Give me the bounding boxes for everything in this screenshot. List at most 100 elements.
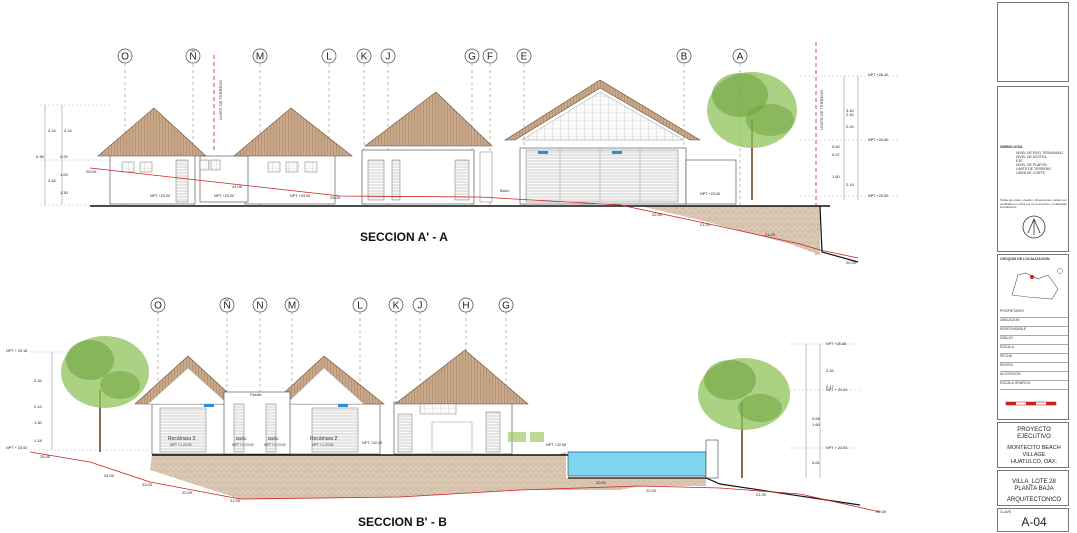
dim-bb-2: 1.30 bbox=[34, 420, 43, 425]
project-name-box: PROYECTO EJECUTIVO MONTECITO BEACH VILLA… bbox=[997, 422, 1069, 468]
legend-item: NIVEL DE PISO TERMINADO bbox=[1016, 151, 1064, 155]
sheet-number-label: CLAVE bbox=[1000, 510, 1012, 514]
elev-bb-0: 25.00 bbox=[40, 454, 51, 459]
elev-bb-1: 24.00 bbox=[104, 473, 115, 478]
dim-aa-right-0: 2.40 bbox=[846, 112, 855, 117]
title-field: FECHA bbox=[1000, 354, 1068, 363]
hut-2-aa bbox=[199, 107, 353, 205]
dim-aa-left-6: 1.30 bbox=[60, 190, 69, 195]
tree-aa bbox=[707, 72, 797, 200]
project-type-line1: PROYECTO bbox=[1017, 427, 1051, 433]
hut-3-aa: Baño bbox=[361, 91, 510, 205]
elev-bb-5: 20.00 bbox=[596, 480, 607, 485]
dim-aa-left-1: 2.14 bbox=[64, 128, 73, 133]
level-aa-4: NPT +23.00 bbox=[214, 194, 234, 198]
axis-aa-0-circle bbox=[117, 48, 133, 64]
axis-aa-3-circle bbox=[321, 48, 337, 64]
title-field: DIBUJO bbox=[1000, 336, 1068, 345]
graphic-scale bbox=[1005, 401, 1057, 406]
pool-bb bbox=[567, 439, 719, 479]
natural-terrain-line-aa bbox=[89, 167, 859, 259]
axis-aa-1-circle bbox=[185, 48, 201, 64]
axis-aa-5-circle bbox=[380, 48, 396, 64]
room-label-corridor: Pasillo bbox=[250, 392, 263, 397]
title-field: PROPIETARIO bbox=[1000, 309, 1068, 318]
sheet-line3: ARQUITECTONICO bbox=[1006, 497, 1062, 503]
axis-aa-2-circle bbox=[252, 48, 268, 64]
axis-bb-8-circle bbox=[498, 297, 514, 313]
level-bb-5: NPT +22.00 bbox=[362, 441, 382, 445]
axis-aa-3: L bbox=[326, 52, 332, 63]
hut-bb bbox=[393, 349, 544, 455]
dim-bb-6: 0.68 bbox=[812, 416, 821, 421]
dim-aa-left-4: 1.00 bbox=[60, 172, 69, 177]
elev-aa-5: 21.00 bbox=[765, 232, 776, 237]
project-name-line3: HUATULCO, OAX. bbox=[1010, 459, 1058, 465]
terrain-limit-label-right: LIMITE DE TERRENO bbox=[819, 90, 824, 130]
level-aa-5: NPT +23.00 bbox=[290, 194, 310, 198]
title-block-logo-box bbox=[997, 2, 1069, 82]
axis-bb-3: M bbox=[288, 301, 296, 312]
section-bb-dimensions: 2.342.141.301.182.342.170.681.600.61 bbox=[34, 368, 835, 465]
room-label-bedroom3: Recámara 3 bbox=[168, 436, 195, 442]
location-map-icon bbox=[1011, 268, 1063, 300]
level-bb-4: NPT + 23.00 bbox=[826, 446, 847, 450]
sheet-line2: PLANTA BAJA bbox=[1014, 486, 1054, 492]
axis-aa-4-circle bbox=[356, 48, 372, 64]
elev-aa-2: 23.00 bbox=[330, 195, 341, 200]
elev-bb-3: 22.00 bbox=[182, 490, 193, 495]
legend-item: LINEA DE CORTE bbox=[1016, 171, 1045, 175]
axis-bb-4: L bbox=[357, 301, 363, 312]
axis-aa-4: K bbox=[361, 52, 368, 63]
axis-bb-4-circle bbox=[352, 297, 368, 313]
axis-bb-6-circle bbox=[412, 297, 428, 313]
elev-bb-7: 21.00 bbox=[756, 492, 767, 497]
title-field: ACOTACION bbox=[1000, 372, 1068, 381]
level-bb-6: NPT +22.56 bbox=[546, 443, 566, 447]
elev-bb-8: 20.00 bbox=[876, 509, 887, 514]
project-name-line2: VILLAGE bbox=[1022, 452, 1046, 458]
sheet-number: A-04 bbox=[1021, 515, 1047, 529]
dim-aa-right-4: 1.60 bbox=[832, 174, 841, 179]
dim-bb-3: 1.18 bbox=[34, 438, 43, 443]
title-field: ESCALA GRAFICA bbox=[1000, 381, 1068, 390]
project-type-line2: EJECUTIVO bbox=[1017, 434, 1051, 440]
axis-aa-7: F bbox=[487, 52, 493, 63]
villa-block-bb: Recámara 3 Baño Baño Recámara 2 Pasillo … bbox=[134, 355, 385, 455]
legend-item: NIVEL DE AZOTEA bbox=[1016, 155, 1047, 159]
dim-bb-8: 0.61 bbox=[812, 460, 821, 465]
location-title: CROQUIS DE LOCALIZACION bbox=[1000, 257, 1050, 261]
legend-item: NIVEL DE PLAFON bbox=[1016, 163, 1047, 167]
level-aa-0: NPT +26.40 bbox=[868, 73, 888, 77]
axis-aa-6: G bbox=[468, 52, 476, 63]
dim-aa-left-5: 2.44 bbox=[48, 178, 57, 183]
north-arrow-icon bbox=[1022, 215, 1046, 239]
room-label-bath-2: Baño bbox=[268, 436, 279, 441]
level-bb-0: NPT + 25.18 bbox=[6, 349, 27, 353]
section-aa-dimensions-right: 2.402.200.400.471.602.143.40 bbox=[832, 108, 855, 187]
elev-bb-2: 23.00 bbox=[142, 482, 153, 487]
axis-aa-5: J bbox=[386, 52, 391, 63]
dim-aa-right-1: 2.20 bbox=[846, 124, 855, 129]
dim-aa-right-6: 3.40 bbox=[846, 108, 855, 113]
axis-bb-0: O bbox=[154, 301, 162, 312]
axis-bb-7: H bbox=[462, 301, 469, 312]
axis-bb-5: K bbox=[393, 301, 400, 312]
axis-aa-9: B bbox=[681, 52, 688, 63]
title-field: UBICACION bbox=[1000, 318, 1068, 327]
axis-aa-1: Ñ bbox=[189, 50, 196, 63]
elev-bb-6: 22.00 bbox=[646, 488, 657, 493]
section-bb-elevation-marks: 25.0024.0023.0022.0021.0020.0022.0021.00… bbox=[40, 454, 887, 514]
axis-bb-2-circle bbox=[252, 297, 268, 313]
axis-bb-3-circle bbox=[284, 297, 300, 313]
section-bb-title: SECCION B' - B bbox=[358, 515, 447, 529]
dim-bb-4: 2.34 bbox=[826, 368, 835, 373]
